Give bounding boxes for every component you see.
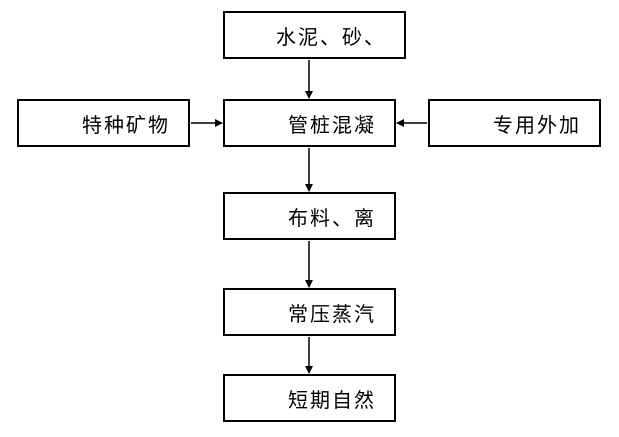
special-admixture-box: 专用外加 (428, 99, 601, 147)
raw-materials-box: 水泥、砂、 (223, 11, 406, 59)
raw-materials-label: 水泥、砂、 (276, 24, 386, 49)
natural-curing-label: 短期自然 (288, 387, 376, 412)
natural-curing-box: 短期自然 (223, 374, 396, 422)
distribution-label: 布料、离 (288, 205, 376, 230)
special-minerals-box: 特种矿物 (17, 99, 190, 147)
distribution-box: 布料、离 (223, 192, 396, 240)
special-admixture-label: 专用外加 (493, 112, 581, 137)
pile-concrete-label: 管桩混凝 (288, 112, 376, 137)
special-minerals-label: 特种矿物 (82, 112, 170, 137)
steam-curing-label: 常压蒸汽 (288, 301, 376, 326)
steam-curing-box: 常压蒸汽 (223, 288, 396, 336)
pile-concrete-box: 管桩混凝 (223, 99, 396, 147)
